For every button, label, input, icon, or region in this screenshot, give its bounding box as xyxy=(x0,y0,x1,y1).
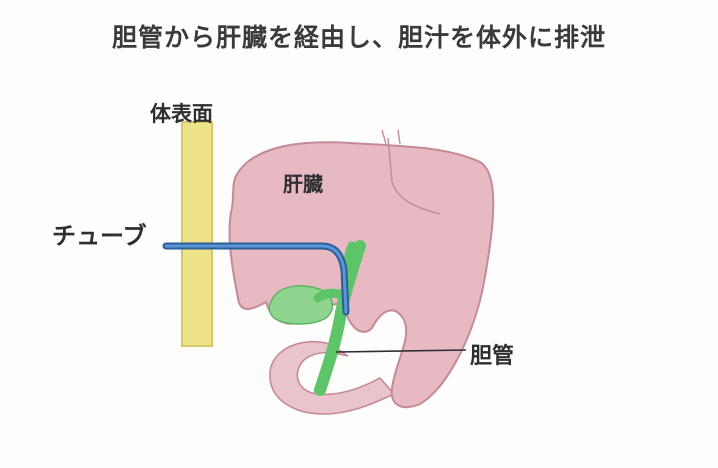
body-surface-layer xyxy=(182,122,212,346)
tube-label: チューブ xyxy=(52,216,147,251)
liver-shape xyxy=(230,142,494,407)
liver-top-stub xyxy=(382,130,400,144)
bile-duct-branch-left xyxy=(318,293,344,298)
body-surface-label: 体表面 xyxy=(150,98,213,128)
page-title: 胆管から肝臓を経由し、胆汁を体外に排泄 xyxy=(0,18,718,54)
bile-duct-branch-upper xyxy=(349,246,352,272)
liver-label: 肝臓 xyxy=(283,168,323,197)
bile-duct-label: 胆管 xyxy=(470,338,514,370)
